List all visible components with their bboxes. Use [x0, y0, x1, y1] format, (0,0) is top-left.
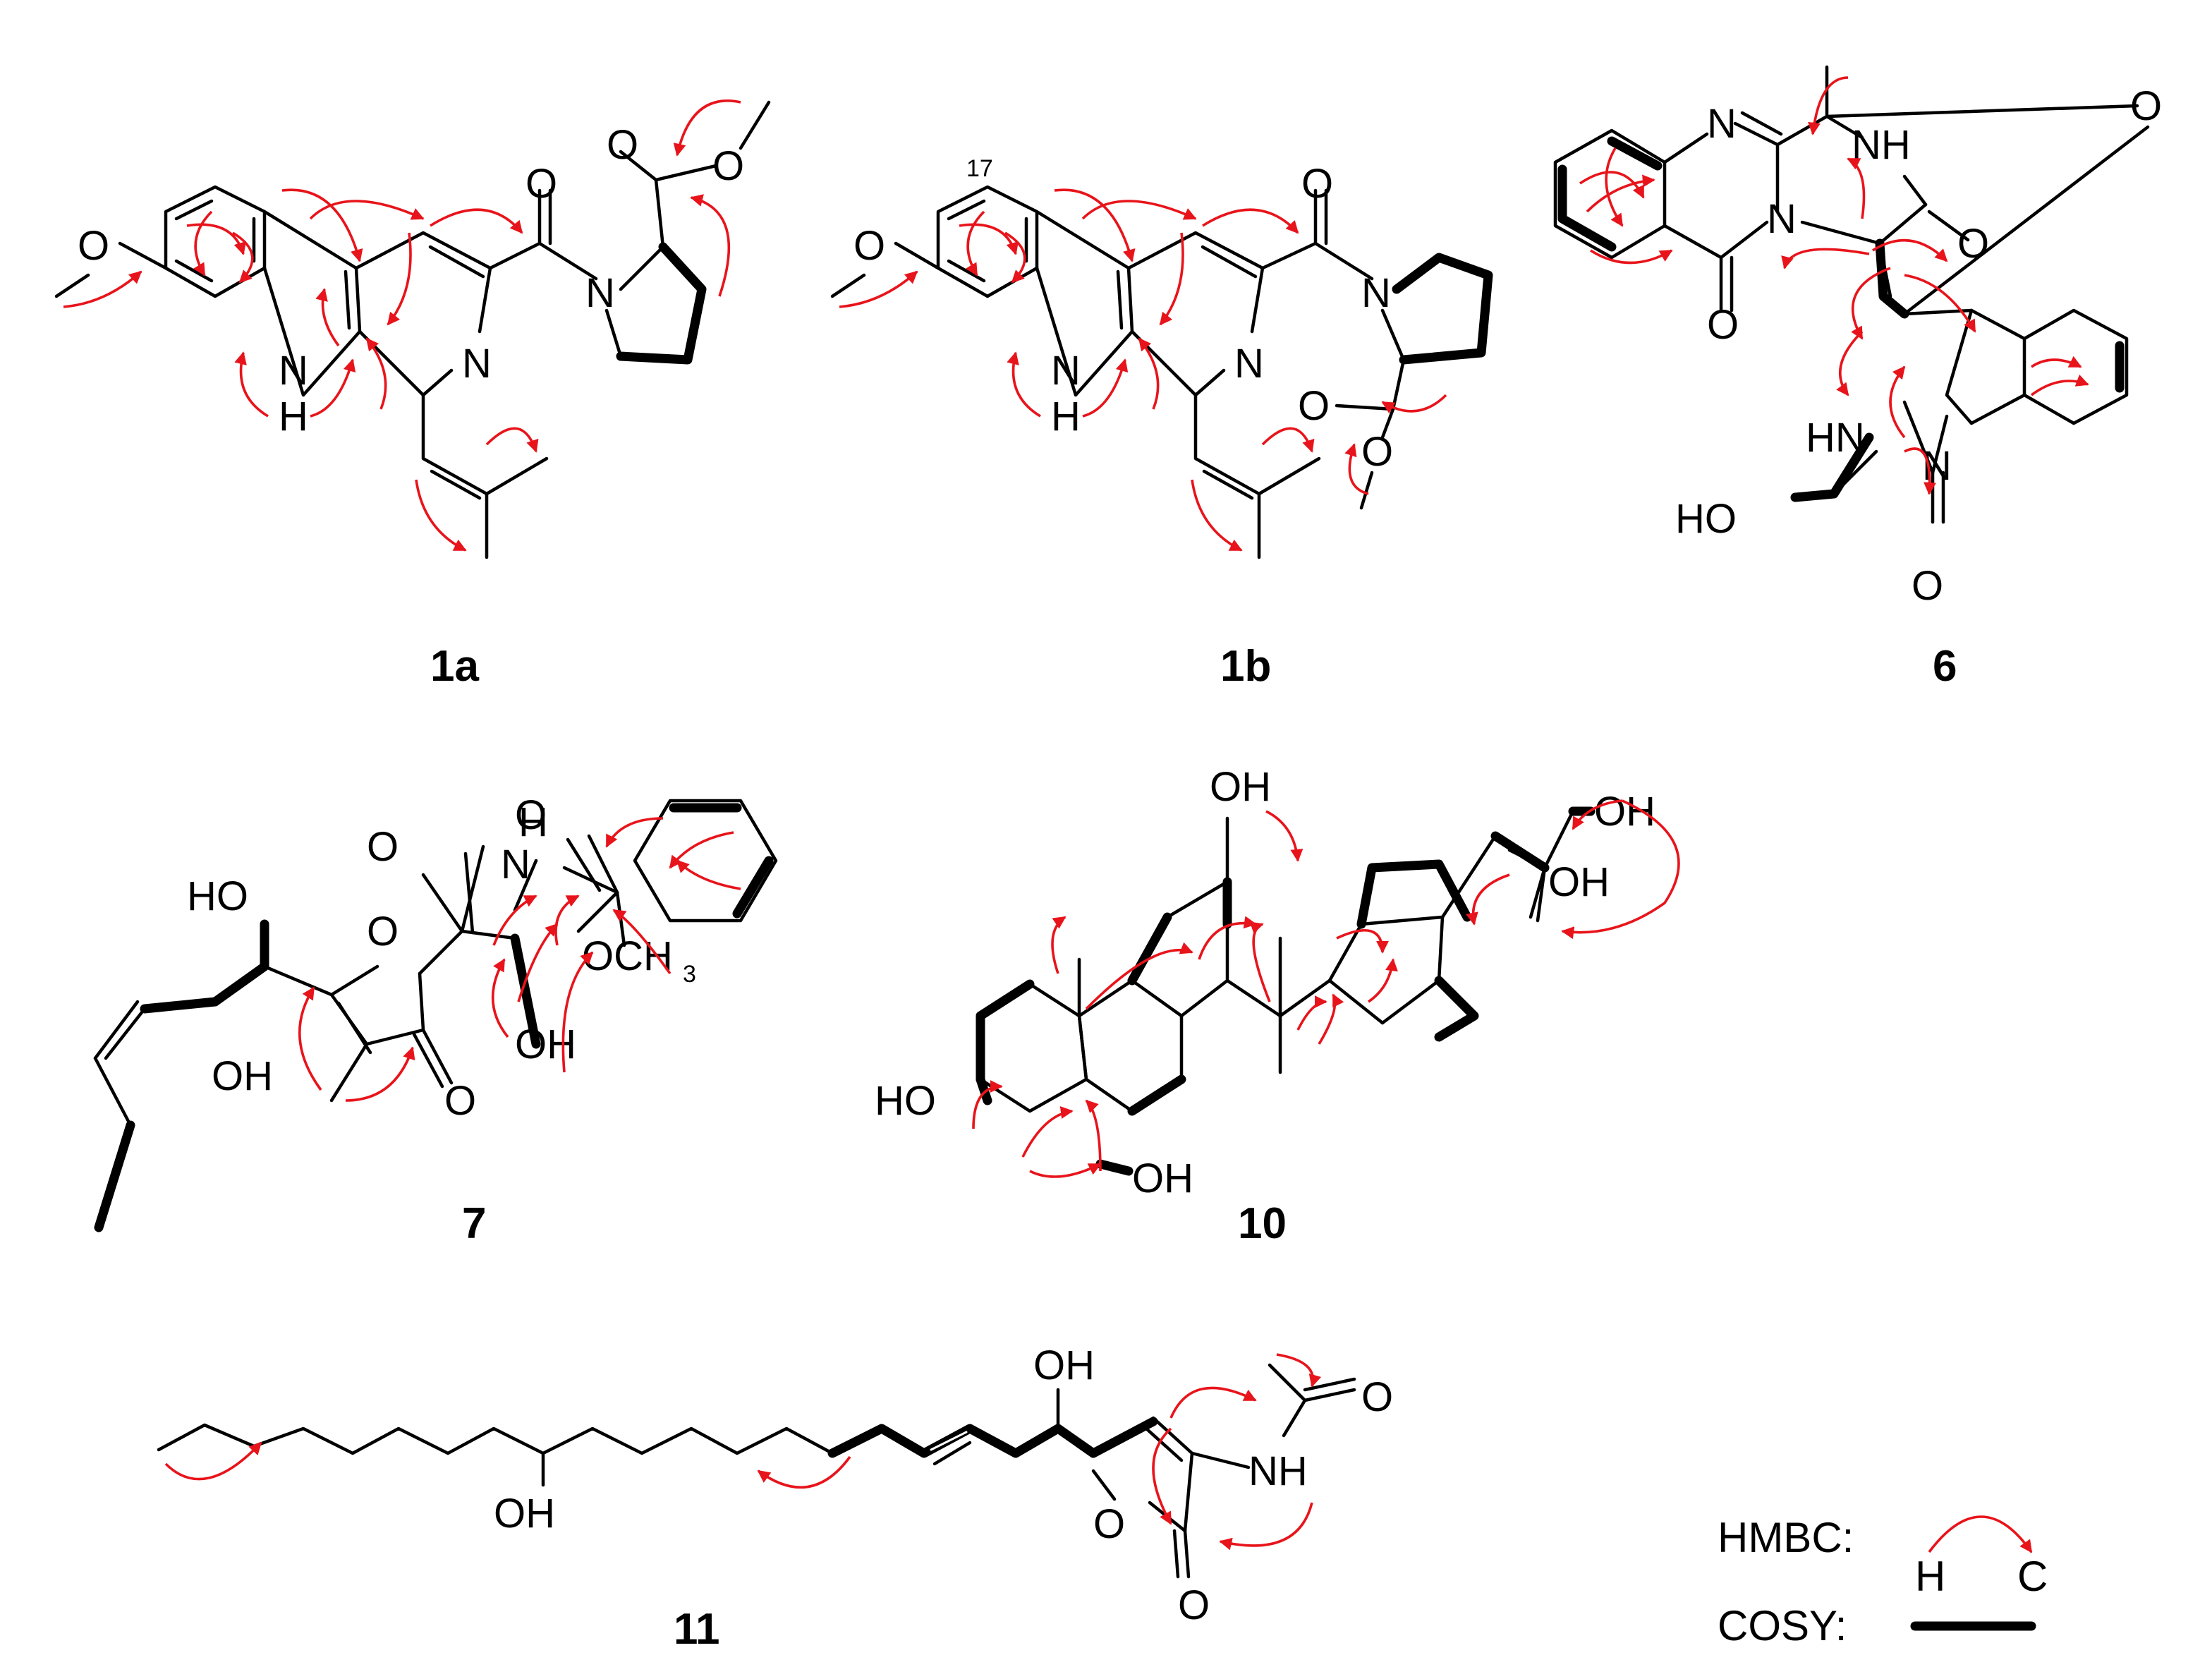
atom-o: O: [1912, 563, 1943, 609]
atom-o: O: [1361, 1374, 1393, 1420]
atom-o: O: [2130, 83, 2162, 129]
atom-o: O: [444, 1078, 476, 1124]
atom-n: N: [1767, 196, 1797, 242]
atom-o: O: [1298, 383, 1330, 429]
atom-ho: HO: [187, 873, 248, 919]
compound-label-7: 7: [462, 1199, 486, 1248]
legend: HMBC: H C COSY:: [1718, 1514, 2048, 1649]
atom-ho: HO: [1675, 496, 1737, 542]
legend-h-label: H: [1915, 1553, 1945, 1600]
compound-label-10: 10: [1238, 1199, 1287, 1248]
atom-n: N: [1707, 101, 1737, 147]
compound-label-1a: 1a: [430, 642, 479, 691]
atom-o: O: [525, 161, 557, 207]
atom-h: H: [518, 799, 548, 845]
atom-nh: NH: [1852, 122, 1911, 168]
atom-o: O: [1707, 302, 1739, 348]
atom-n: N: [1361, 270, 1391, 316]
atom-h: H: [279, 394, 308, 440]
legend-c-label: C: [2017, 1553, 2048, 1600]
atom-o: O: [1301, 161, 1333, 207]
compound-11: OH OH O NH O O 11: [157, 1342, 1393, 1654]
atom-o: O: [712, 143, 744, 189]
atom-o: O: [1361, 429, 1393, 475]
compound-label-6: 6: [1933, 642, 1957, 691]
compound-label-11: 11: [674, 1605, 720, 1654]
atom-oh: OH: [1548, 859, 1610, 905]
atom-n: N: [462, 341, 492, 387]
compound-7: HO OH O O N H O OCH 3 OH O 7: [93, 792, 778, 1248]
atom-o: O: [515, 792, 547, 838]
compound-1a: O N H N O N O O 1a: [54, 99, 771, 691]
atom-oh: OH: [212, 1053, 273, 1099]
legend-hmbc-label: HMBC:: [1718, 1514, 1854, 1561]
atom-n: N: [1922, 443, 1952, 489]
bonds-1a: [54, 100, 771, 559]
compound-10: OH OH OH HO OH 10: [875, 764, 1680, 1248]
atom-och3: OCH: [582, 933, 673, 979]
atom-n: N: [1234, 341, 1264, 387]
atom-nh: NH: [1248, 1448, 1308, 1494]
atom-o: O: [853, 223, 885, 269]
atom-n: N: [585, 270, 615, 316]
atom-o: O: [367, 824, 399, 870]
atom-o: O: [607, 122, 638, 168]
atom-o: O: [367, 909, 399, 954]
atom-n: N: [1051, 348, 1081, 394]
atom-oh: OH: [1210, 764, 1271, 810]
atom-oh: OH: [494, 1491, 555, 1536]
legend-cosy-label: COSY:: [1718, 1602, 1847, 1649]
atom-c17-label: 17: [966, 155, 993, 182]
atom-nh: N: [279, 348, 308, 394]
atom-o: O: [1957, 221, 1989, 267]
atom-oh: OH: [1033, 1342, 1095, 1388]
atom-h: H: [1051, 394, 1081, 440]
atom-o: O: [78, 223, 109, 269]
atom-oh: OH: [1132, 1156, 1193, 1201]
atom-och3-sub: 3: [683, 961, 696, 988]
atom-o: O: [1178, 1582, 1210, 1628]
compound-6: N NH O N O O HN N HO O: [1553, 65, 2162, 691]
atom-oh: OH: [1594, 789, 1655, 835]
atom-o: O: [1093, 1501, 1125, 1547]
atom-oh: OH: [515, 1022, 576, 1067]
hmbc-1a: [63, 99, 741, 552]
legend-hmbc-arrow: [1928, 1515, 2033, 1553]
atom-hn: HN: [1806, 415, 1865, 461]
compound-label-1b: 1b: [1220, 642, 1271, 691]
cosy-1a: [616, 242, 707, 365]
atom-ho: HO: [875, 1078, 936, 1124]
atom-nh: N: [501, 842, 530, 887]
compound-1b: 17 O N H N O N O O 1b: [830, 155, 1493, 691]
